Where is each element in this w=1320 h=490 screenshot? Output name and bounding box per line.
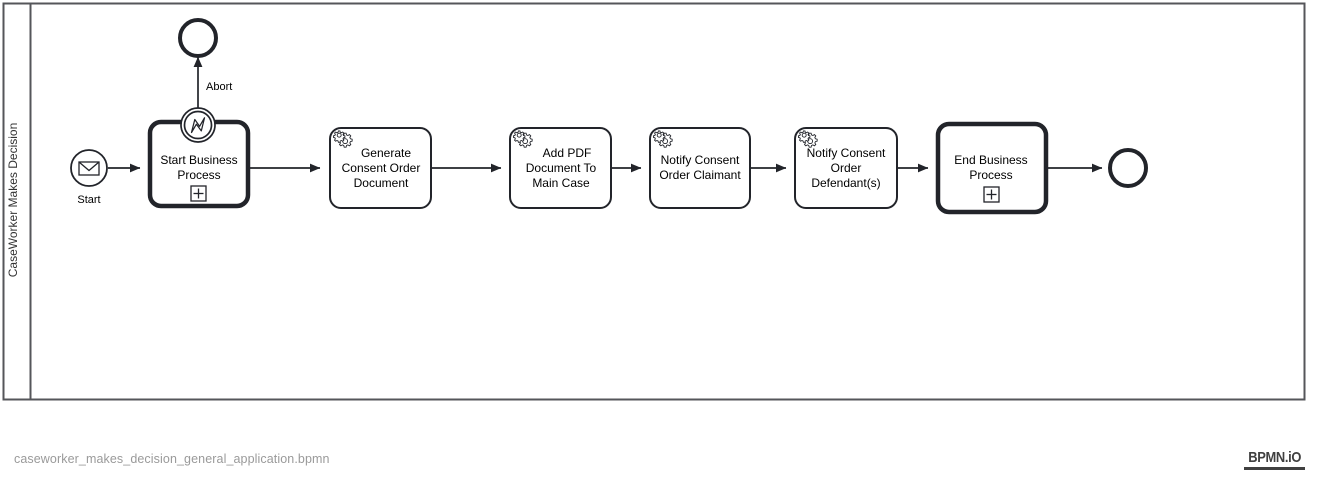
task-defendant-label-line3: Defendant(s) [811, 176, 880, 190]
task-generate-consent-order-document-box [329, 127, 432, 209]
task-addpdf-label-line3: Main Case [532, 176, 590, 190]
task-defendant-label-line1: Notify Consent [807, 146, 886, 160]
envelope-icon [78, 161, 100, 176]
bpmn-io-logo[interactable]: BPMN.iO [1243, 449, 1305, 470]
task-end-business-process-label-line2: Process [969, 168, 1012, 182]
start-event-label: Start [77, 194, 100, 206]
task-generate-consent-order-document[interactable]: Generate Consent Order Document [329, 127, 432, 209]
task-generate-label-line2: Consent Order [342, 161, 421, 175]
task-addpdf-label-line2: Document To [526, 161, 597, 175]
task-end-business-process[interactable]: End Business Process [935, 121, 1049, 215]
task-notify-consent-order-defendants[interactable]: Notify Consent Order Defendant(s) [794, 127, 898, 209]
task-start-business-process[interactable]: Start Business Process [147, 107, 251, 209]
sequence-flows [108, 56, 1103, 173]
filename-label: caseworker_makes_decision_general_applic… [14, 452, 330, 466]
bpmn-io-logo-text: BPMN.iO [1247, 449, 1301, 466]
task-claimant-label-line2: Order Claimant [659, 168, 741, 182]
task-defendant-label-line2: Order [831, 161, 862, 175]
start-event[interactable]: Start [70, 149, 108, 206]
task-end-business-process-label-line1: End Business [954, 153, 1027, 167]
collapsed-subprocess-plus-icon [190, 185, 207, 202]
final-end-event-circle [1108, 148, 1148, 188]
abort-end-event-circle [178, 18, 218, 58]
bpmn-io-logo-bar [1243, 467, 1305, 470]
lane-label: CaseWorker Makes Decision [6, 123, 20, 278]
task-notify-consent-order-defendants-box [794, 127, 898, 209]
abort-flow-label: Abort [206, 81, 232, 93]
collapsed-subprocess-plus-icon [983, 186, 1000, 203]
task-end-business-process-box [935, 121, 1049, 215]
final-end-event[interactable] [1108, 148, 1148, 188]
task-generate-label-line3: Document [354, 176, 409, 190]
error-bolt-icon [190, 117, 206, 134]
task-add-pdf-document-to-main-case[interactable]: Add PDF Document To Main Case [509, 127, 612, 209]
task-addpdf-label-line1: Add PDF [543, 146, 592, 160]
task-add-pdf-document-to-main-case-box [509, 127, 612, 209]
boundary-error-event[interactable] [180, 107, 216, 143]
task-claimant-label-line1: Notify Consent [661, 153, 740, 167]
task-notify-consent-order-claimant[interactable]: Notify Consent Order Claimant [649, 127, 751, 209]
abort-end-event[interactable]: Abort [178, 18, 232, 93]
boundary-error-event-inner [183, 110, 213, 140]
task-notify-consent-order-claimant-box [649, 127, 751, 209]
task-start-business-process-label-line1: Start Business [160, 153, 237, 167]
task-generate-label-line1: Generate [361, 146, 411, 160]
task-start-business-process-label-line2: Process [177, 168, 220, 182]
